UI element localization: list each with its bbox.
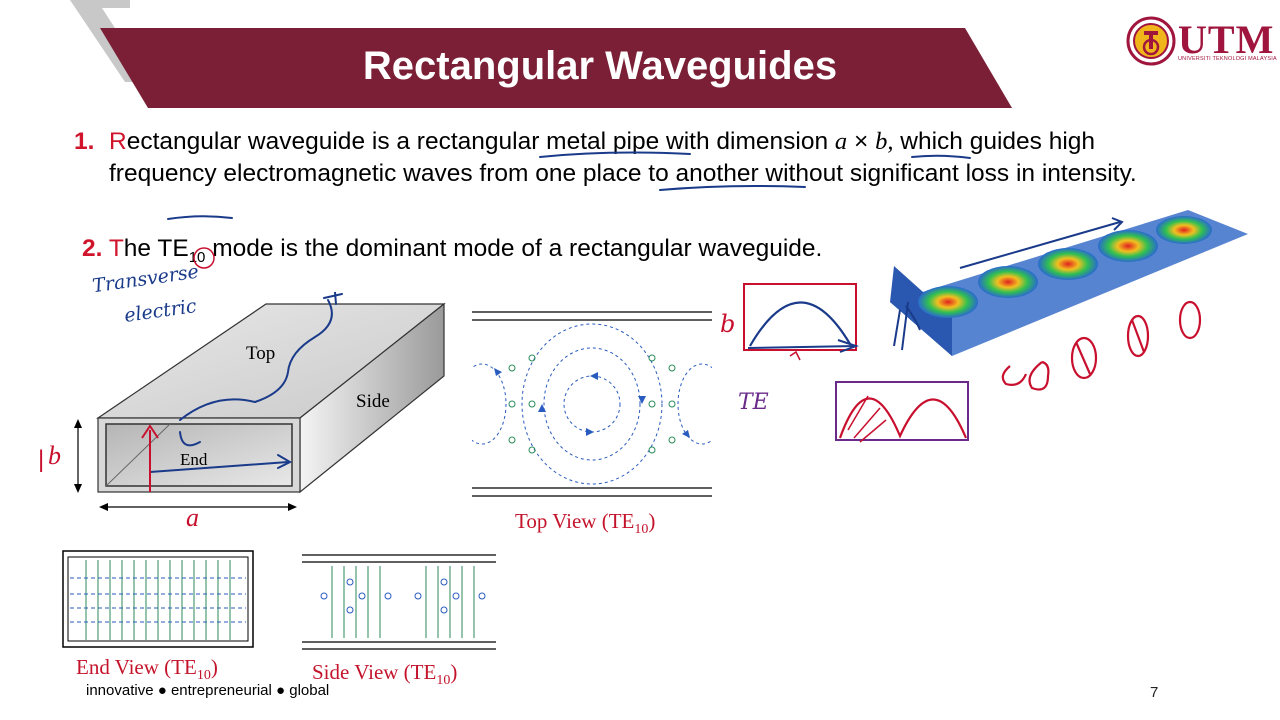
title-banner bbox=[70, 0, 1012, 108]
bullet-text-cont: which guides high frequency electromagne… bbox=[109, 128, 1137, 187]
bullet-initial: R bbox=[109, 128, 127, 155]
end-view-pattern bbox=[62, 550, 254, 648]
bullet-text: he TE bbox=[123, 235, 189, 262]
logo-text: UTM bbox=[1178, 17, 1275, 62]
dim-a-label: a bbox=[186, 503, 199, 532]
top-label: Top bbox=[246, 343, 276, 364]
handwritten-sketches bbox=[743, 283, 1202, 443]
utm-emblem-icon bbox=[1126, 16, 1176, 66]
caption-text: End View (TE bbox=[76, 655, 197, 679]
top-view-pattern bbox=[472, 311, 712, 497]
bullet-initial: T bbox=[108, 235, 124, 262]
caption-text: Side View (TE bbox=[312, 660, 437, 684]
footer-tagline: innovative ● entrepreneurial ● global bbox=[86, 682, 330, 699]
dimension-b: b, bbox=[875, 128, 894, 155]
bullet-text: ectangular waveguide is a rectangular me… bbox=[126, 128, 835, 155]
end-label: End bbox=[180, 450, 208, 469]
slide-title: Rectangular Waveguides bbox=[362, 44, 838, 88]
ink-tick: | bbox=[38, 446, 45, 473]
caption-top-view: Top View (TE10) bbox=[515, 509, 655, 538]
caption-sub: 10 bbox=[436, 673, 451, 689]
page-number: 7 bbox=[1150, 684, 1159, 701]
caption-sub: 10 bbox=[196, 668, 211, 684]
bullet-number: 2. bbox=[82, 235, 103, 262]
caption-close: ) bbox=[648, 509, 656, 533]
caption-close: ) bbox=[450, 660, 458, 684]
caption-close: ) bbox=[210, 655, 218, 679]
bullet-number: 1. bbox=[74, 128, 95, 155]
caption-text: Top View (TE bbox=[515, 509, 635, 533]
ink-te-label: TE bbox=[738, 390, 769, 415]
utm-logo: UTM UNIVERSITI TEKNOLOGI MALAYSIA bbox=[1126, 14, 1277, 68]
dimension-a: a bbox=[834, 128, 848, 155]
waveguide-diagram bbox=[74, 292, 446, 511]
side-view-pattern bbox=[302, 554, 496, 650]
caption-end-view: End View (TE10) bbox=[76, 655, 218, 684]
bullet-text-cont: mode is the dominant mode of a rectangul… bbox=[205, 235, 823, 262]
caption-side-view: Side View (TE10) bbox=[312, 660, 457, 689]
times-sign: × bbox=[847, 128, 876, 155]
logo-subtitle: UNIVERSITI TEKNOLOGI MALAYSIA bbox=[1178, 56, 1277, 62]
dim-b-label: b bbox=[48, 441, 61, 470]
field-simulation-image bbox=[890, 210, 1248, 356]
ink-b-label: b bbox=[720, 310, 736, 338]
bullet-2: 2. The TE10 mode is the dominant mode of… bbox=[82, 233, 902, 273]
caption-sub: 10 bbox=[634, 522, 649, 538]
side-label: Side bbox=[356, 391, 390, 412]
mode-subscript: 10 bbox=[188, 248, 206, 266]
